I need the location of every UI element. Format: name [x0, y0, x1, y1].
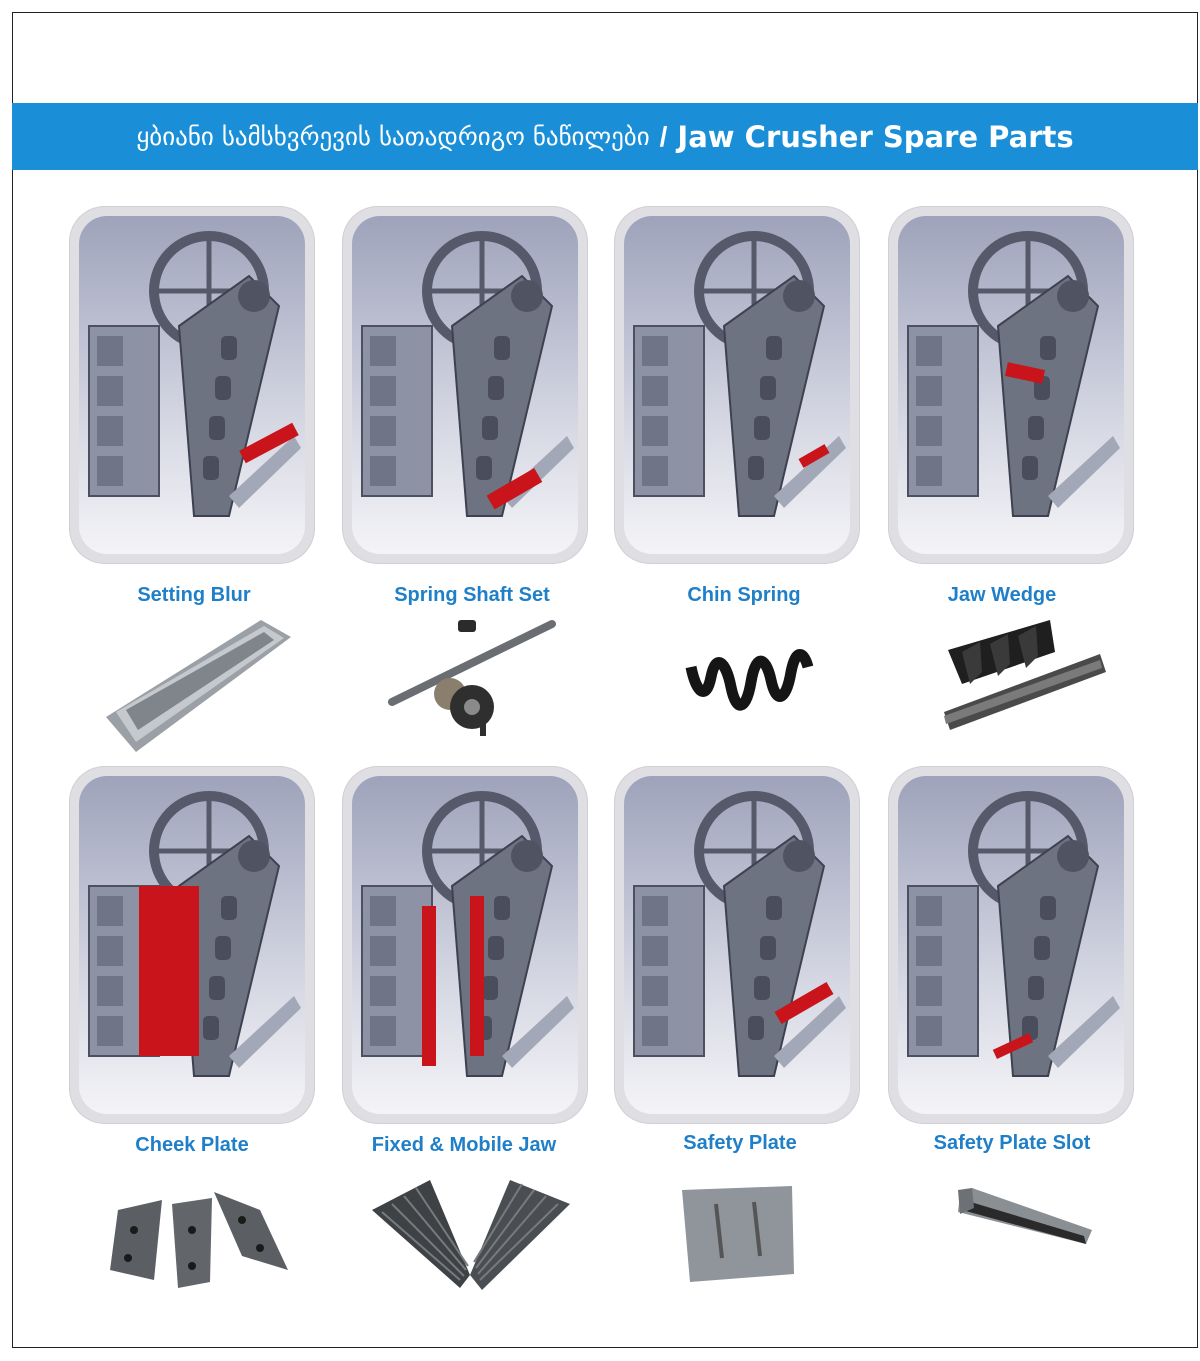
cheek-plate-photo [92, 1170, 312, 1320]
part-label: Cheek Plate [135, 1134, 249, 1156]
english-title: Jaw Crusher Spare Parts [677, 119, 1074, 154]
chin-spring-photo [636, 612, 856, 762]
render-card-safety-plate-slot [888, 766, 1134, 1124]
part-label: Chin Spring [687, 584, 801, 606]
render-card-cheek-plate [69, 766, 315, 1124]
setting-blur-photo [96, 612, 316, 762]
machine-render-image [898, 776, 1124, 1114]
machine-render-image [624, 216, 850, 554]
part-label: Safety Plate Slot [933, 1132, 1091, 1154]
safety-plate-photo [668, 1178, 888, 1328]
render-card-fixed-mobile-jaw [342, 766, 588, 1124]
machine-render-image [624, 776, 850, 1114]
part-label: Fixed & Mobile Jaw [371, 1134, 557, 1156]
page-frame [12, 12, 1198, 1348]
part-label: Safety Plate [683, 1132, 797, 1154]
title-separator: / [659, 120, 668, 152]
machine-render-image [352, 216, 578, 554]
render-card-safety-plate [614, 766, 860, 1124]
jaw-wedge-photo [910, 612, 1130, 762]
spring-shaft-set-photo [380, 612, 600, 762]
render-card-setting-blur [69, 206, 315, 564]
render-card-chin-spring [614, 206, 860, 564]
safety-plate-slot-photo [946, 1182, 1166, 1332]
machine-render-image [79, 776, 305, 1114]
render-card-spring-shaft-set [342, 206, 588, 564]
title-banner: ყბიანი სამსხვრევის სათადრიგო ნაწილები / … [12, 103, 1198, 170]
part-label: Setting Blur [137, 584, 251, 606]
georgian-title: ყბიანი სამსხვრევის სათადრიგო ნაწილები [136, 122, 650, 151]
machine-render-image [898, 216, 1124, 554]
part-label: Spring Shaft Set [394, 584, 550, 606]
render-card-jaw-wedge [888, 206, 1134, 564]
machine-render-image [79, 216, 305, 554]
part-label: Jaw Wedge [947, 584, 1057, 606]
machine-render-image [352, 776, 578, 1114]
fixed-mobile-jaw-photo [360, 1170, 580, 1320]
